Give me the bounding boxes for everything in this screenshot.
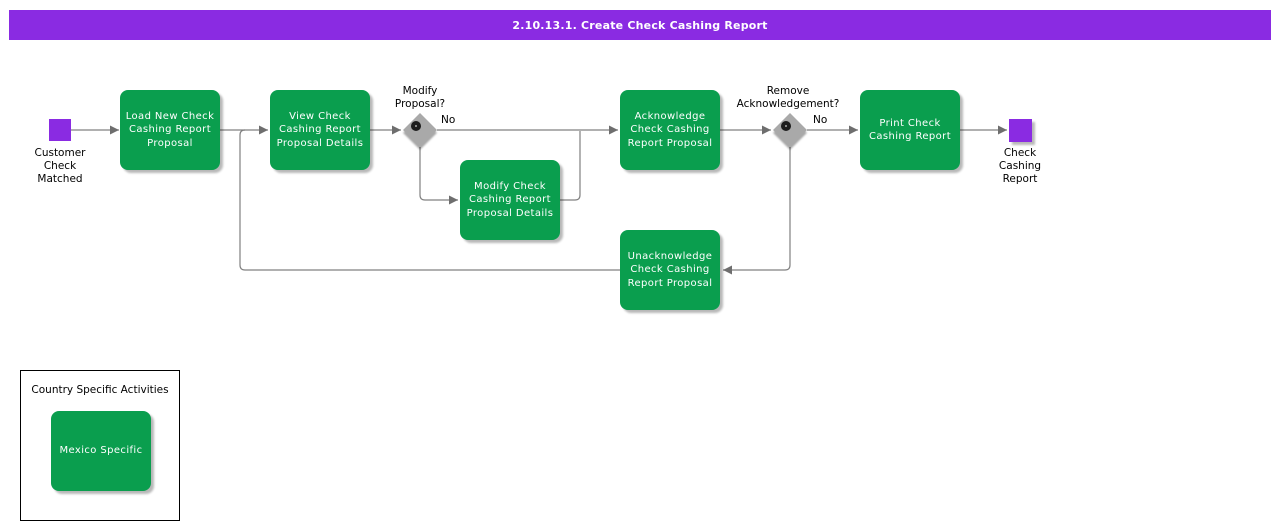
start-event <box>49 119 71 141</box>
connector-decision1-yes-to-modify <box>419 147 458 205</box>
task-print-check-cashing-report[interactable]: Print Check Cashing Report <box>860 90 960 170</box>
decision-circle-icon <box>411 121 421 131</box>
start-event-label: Customer Check Matched <box>34 147 86 185</box>
decision-remove-acknowledgement-no-label: No <box>813 114 828 126</box>
end-event-label: Check Cashing Report <box>998 147 1042 185</box>
end-event <box>1009 119 1032 142</box>
connector-modify-to-main-line <box>560 131 581 201</box>
task-unacknowledge-check-cashing-report-proposal[interactable]: Unacknowledge Check Cashing Report Propo… <box>620 230 720 310</box>
decision-modify-proposal-no-label: No <box>441 114 456 126</box>
decision-modify-proposal-label: Modify Proposal? <box>394 85 446 110</box>
task-load-new-check-cashing-report-proposal[interactable]: Load New Check Cashing Report Proposal <box>120 90 220 170</box>
legend: Country Specific Activities Mexico Speci… <box>20 370 180 521</box>
decision-remove-acknowledgement-label: Remove Acknowledgement? <box>736 85 840 110</box>
decision-circle-icon <box>781 121 791 131</box>
connector-unacknowledge-loop-back <box>239 129 620 271</box>
task-acknowledge-check-cashing-report-proposal[interactable]: Acknowledge Check Cashing Report Proposa… <box>620 90 720 170</box>
legend-item-mexico-specific: Mexico Specific <box>51 411 151 491</box>
connector-decision2-yes-to-unacknowledge <box>723 147 791 275</box>
diagram-title: 2.10.13.1. Create Check Cashing Report <box>512 18 768 32</box>
title-bar: 2.10.13.1. Create Check Cashing Report <box>9 10 1271 40</box>
task-view-check-cashing-report-proposal-details[interactable]: View Check Cashing Report Proposal Detai… <box>270 90 370 170</box>
legend-title: Country Specific Activities <box>31 384 169 396</box>
task-modify-check-cashing-report-proposal-details[interactable]: Modify Check Cashing Report Proposal Det… <box>460 160 560 240</box>
